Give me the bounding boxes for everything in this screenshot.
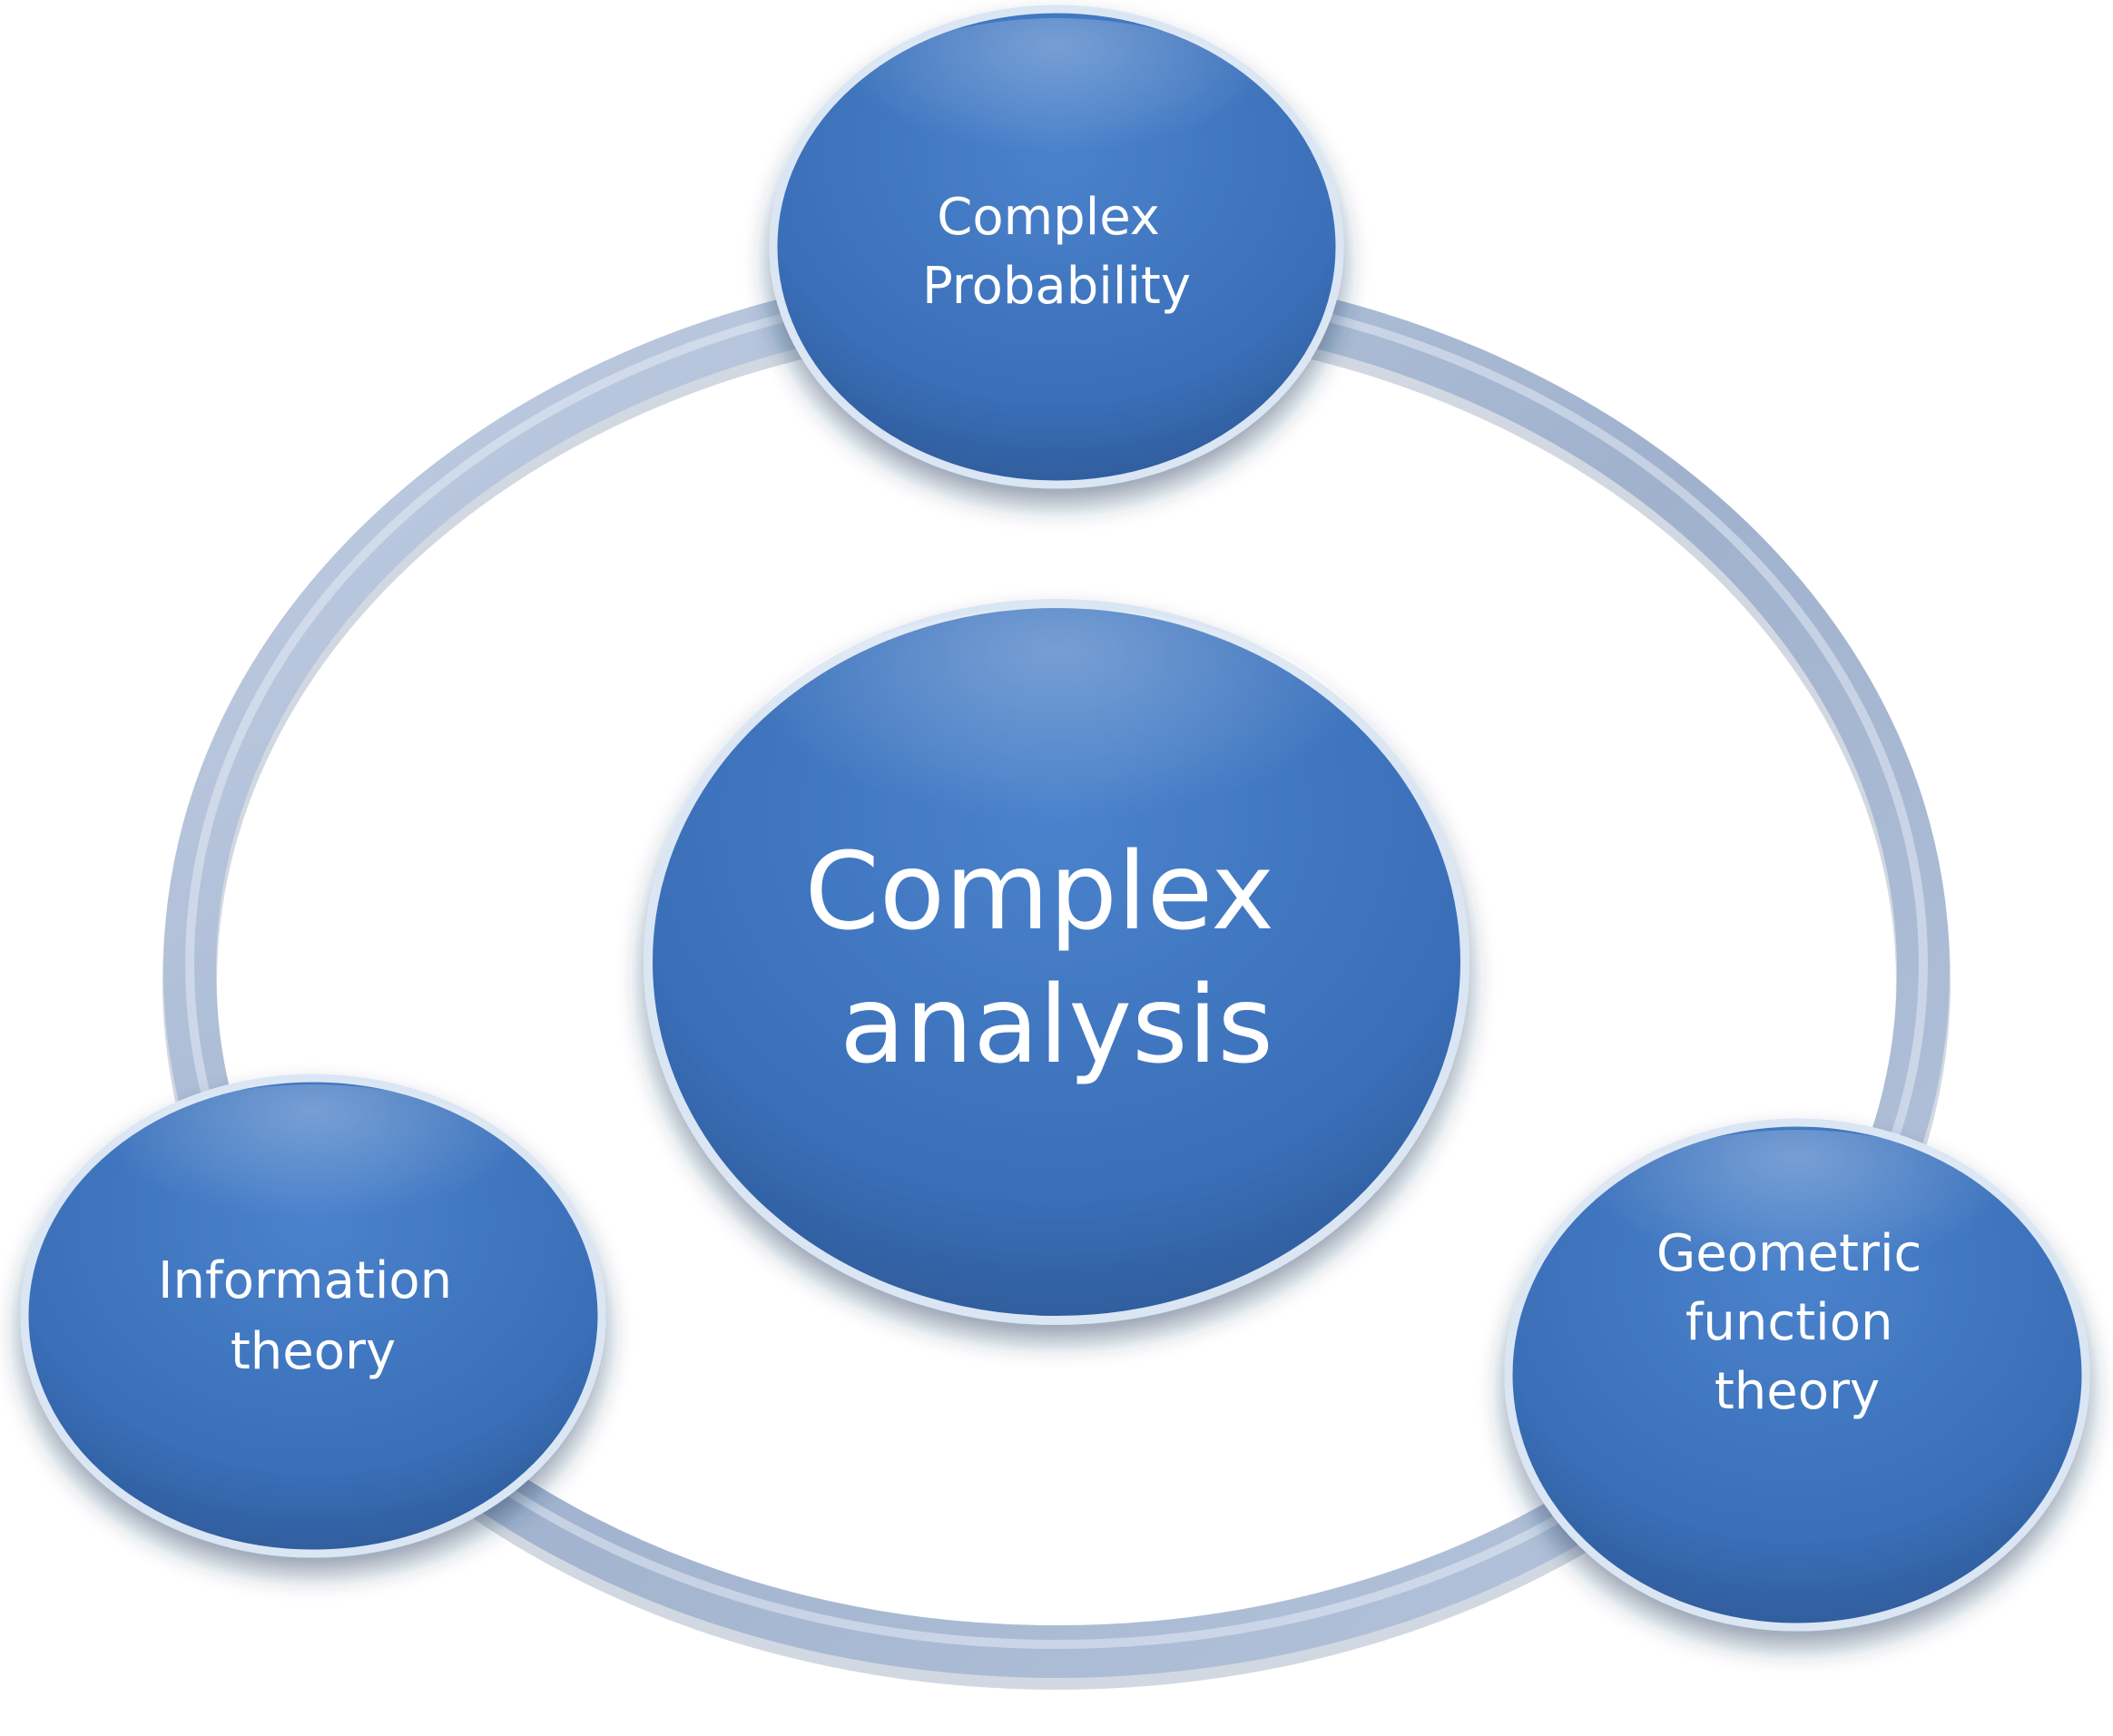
node-complex-probability-label-line-1: Complex [937, 188, 1160, 247]
node-geometric-function-theory-label-line-3: theory [1715, 1362, 1880, 1421]
node-complex-probability-label: Complex Probability [922, 188, 1191, 316]
node-geometric-function-theory-label-line-1: Geometric [1656, 1224, 1921, 1283]
center-node-label: Complex analysis [804, 829, 1308, 1087]
node-complex-probability-shine [830, 18, 1283, 236]
center-node-label-line-1: Complex [804, 829, 1274, 954]
node-complex-probability: Complex Probability [769, 5, 1344, 489]
node-information-theory: Information theory [20, 1074, 606, 1558]
node-geometric-function-theory: Geometric function theory [1504, 1118, 2090, 1632]
node-information-theory-label-line-1: Information [158, 1251, 452, 1310]
center-node: Complex analysis [644, 599, 1469, 1325]
node-geometric-function-theory-label: Geometric function theory [1656, 1224, 1938, 1421]
node-geometric-function-theory-label-line-2: function [1685, 1293, 1893, 1352]
node-information-theory-label-line-2: theory [231, 1322, 396, 1381]
node-complex-probability-label-line-2: Probability [922, 257, 1191, 316]
node-information-theory-shine [86, 1084, 540, 1302]
node-geometric-function-theory-shine [1570, 1130, 2024, 1357]
center-node-shine [730, 608, 1383, 953]
node-information-theory-label: Information theory [158, 1251, 468, 1381]
center-node-label-line-2: analysis [840, 962, 1273, 1087]
